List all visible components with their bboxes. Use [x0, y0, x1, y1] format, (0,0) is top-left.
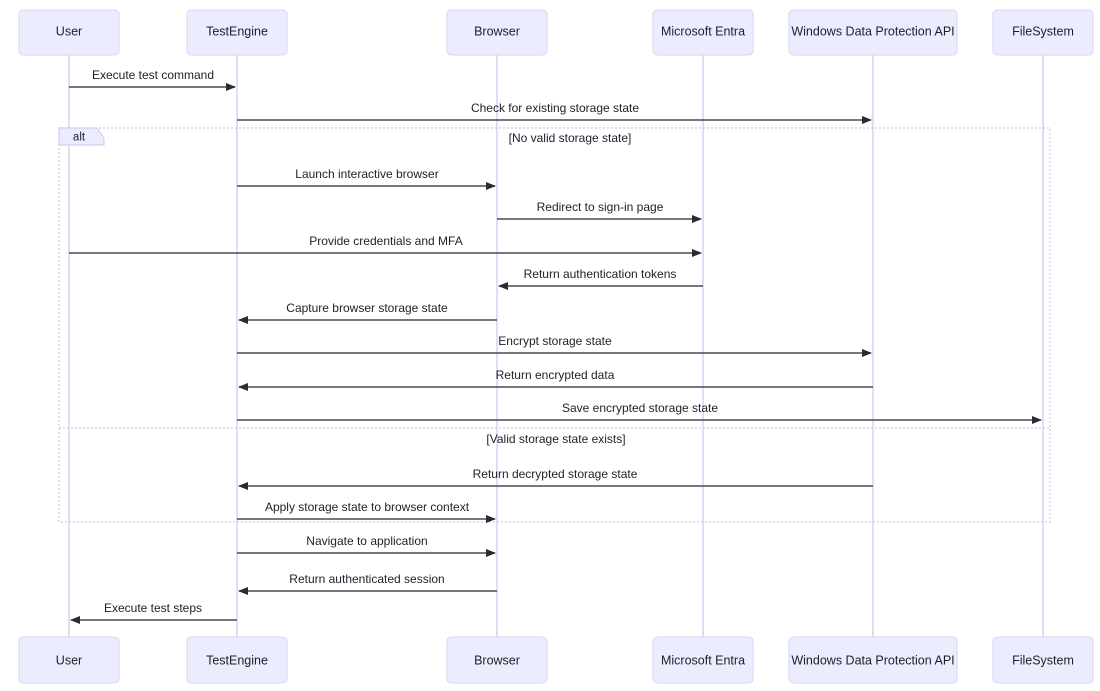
- participant-box-filesystem[interactable]: [992, 9, 1094, 56]
- alt-fragment-tab: [58, 127, 105, 146]
- participant-testengine-top[interactable]: TestEngine: [186, 9, 288, 56]
- message-label-m10: Save encrypted storage state: [562, 401, 718, 415]
- message-label-m12: Apply storage state to browser context: [265, 500, 470, 514]
- message-m8: Encrypt storage state: [237, 334, 872, 357]
- message-label-m13: Navigate to application: [306, 534, 427, 548]
- message-m5: Provide credentials and MFA: [69, 234, 702, 257]
- message-m12: Apply storage state to browser context: [237, 500, 496, 523]
- message-label-m5: Provide credentials and MFA: [309, 234, 462, 248]
- participant-label-dpapi: Windows Data Protection API: [791, 653, 954, 667]
- message-label-m7: Capture browser storage state: [286, 301, 448, 315]
- message-m6: Return authentication tokens: [498, 267, 703, 290]
- participant-testengine-bottom[interactable]: TestEngine: [186, 636, 288, 684]
- message-label-m8: Encrypt storage state: [498, 334, 612, 348]
- participant-entra-bottom[interactable]: Microsoft Entra: [652, 636, 754, 684]
- participant-user-bottom[interactable]: User: [18, 636, 120, 684]
- participant-label-entra: Microsoft Entra: [661, 653, 745, 667]
- message-m7: Capture browser storage state: [238, 301, 497, 324]
- participant-label-testengine: TestEngine: [206, 24, 268, 38]
- participant-box-user[interactable]: [18, 9, 120, 56]
- participant-label-entra: Microsoft Entra: [661, 24, 745, 38]
- message-label-m15: Execute test steps: [104, 601, 202, 615]
- message-label-m9: Return encrypted data: [496, 368, 615, 382]
- message-label-m6: Return authentication tokens: [524, 267, 677, 281]
- message-m9: Return encrypted data: [238, 368, 873, 391]
- message-label-m2: Check for existing storage state: [471, 101, 639, 115]
- participant-label-filesystem: FileSystem: [1012, 24, 1074, 38]
- participant-box-testengine[interactable]: [186, 636, 288, 684]
- participant-entra-top[interactable]: Microsoft Entra: [652, 9, 754, 56]
- participant-box-filesystem[interactable]: [992, 636, 1094, 684]
- message-m11: Return decrypted storage state: [238, 467, 873, 490]
- lifelines-group: [68, 55, 1044, 637]
- message-m13: Navigate to application: [237, 534, 496, 557]
- message-label-m14: Return authenticated session: [289, 572, 444, 586]
- participant-label-browser: Browser: [474, 24, 520, 38]
- participant-box-dpapi[interactable]: [788, 9, 958, 56]
- participant-box-entra[interactable]: [652, 9, 754, 56]
- message-label-m11: Return decrypted storage state: [473, 467, 638, 481]
- participant-browser-top[interactable]: Browser: [446, 9, 548, 56]
- message-label-m3: Launch interactive browser: [295, 167, 438, 181]
- participant-box-dpapi[interactable]: [788, 636, 958, 684]
- participant-label-user: User: [56, 24, 82, 38]
- participant-user-top[interactable]: User: [18, 9, 120, 56]
- message-m1: Execute test command: [69, 68, 236, 91]
- message-m3: Launch interactive browser: [237, 167, 496, 190]
- participant-box-testengine[interactable]: [186, 9, 288, 56]
- message-m10: Save encrypted storage state: [237, 401, 1042, 424]
- participant-filesystem-top[interactable]: FileSystem: [992, 9, 1094, 56]
- alt-fragment-border: [58, 127, 1051, 523]
- message-label-m1: Execute test command: [92, 68, 214, 82]
- participant-box-browser[interactable]: [446, 9, 548, 56]
- alt-fragment-group: alt [No valid storage state] [Valid storag…: [58, 127, 1051, 523]
- message-m4: Redirect to sign-in page: [497, 200, 702, 223]
- alt-condition-label-1: [Valid storage state exists]: [486, 432, 625, 446]
- participant-label-browser: Browser: [474, 653, 520, 667]
- message-label-m4: Redirect to sign-in page: [537, 200, 664, 214]
- participant-label-testengine: TestEngine: [206, 653, 268, 667]
- alt-condition-label-0: [No valid storage state]: [509, 131, 632, 145]
- message-m2: Check for existing storage state: [237, 101, 872, 124]
- participant-dpapi-top[interactable]: Windows Data Protection API: [788, 9, 958, 56]
- participant-box-entra[interactable]: [652, 636, 754, 684]
- message-m15: Execute test steps: [70, 601, 237, 624]
- participant-label-dpapi: Windows Data Protection API: [791, 24, 954, 38]
- message-m14: Return authenticated session: [238, 572, 497, 595]
- participant-box-browser[interactable]: [446, 636, 548, 684]
- alt-fragment-tab-label: alt: [73, 132, 86, 144]
- participant-filesystem-bottom[interactable]: FileSystem: [992, 636, 1094, 684]
- participant-dpapi-bottom[interactable]: Windows Data Protection API: [788, 636, 958, 684]
- participant-label-filesystem: FileSystem: [1012, 653, 1074, 667]
- participant-box-user[interactable]: [18, 636, 120, 684]
- participant-browser-bottom[interactable]: Browser: [446, 636, 548, 684]
- participant-label-user: User: [56, 653, 82, 667]
